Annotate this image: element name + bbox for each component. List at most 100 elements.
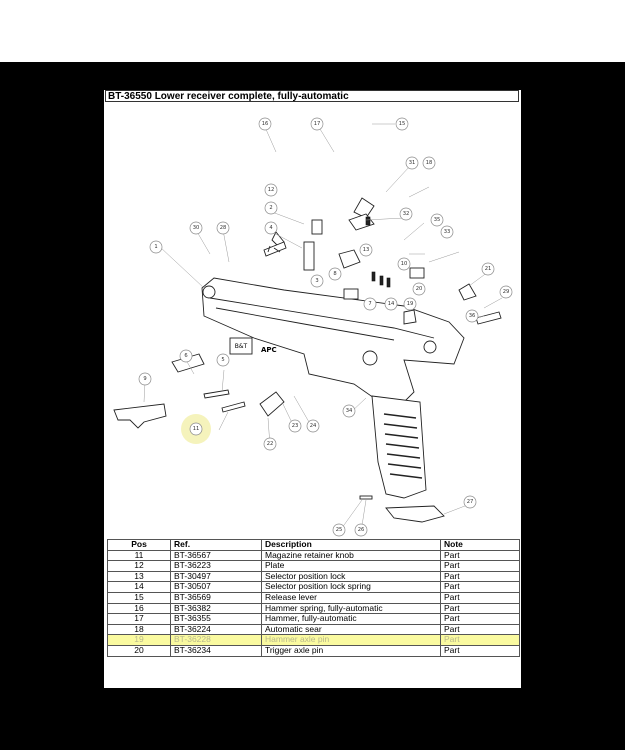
callout-27: 27 bbox=[463, 495, 477, 509]
cell-ref: BT-36223 bbox=[170, 560, 262, 572]
svg-text:21: 21 bbox=[485, 266, 492, 272]
svg-text:7: 7 bbox=[368, 301, 371, 307]
cell-ref: BT-30497 bbox=[170, 570, 262, 583]
cell-ref: BT-36382 bbox=[170, 602, 262, 615]
parts-table: Pos Ref. Description Note 11 BT-36567 Ma… bbox=[107, 539, 520, 657]
svg-text:35: 35 bbox=[434, 217, 441, 223]
svg-text:2: 2 bbox=[269, 205, 272, 211]
callout-32: 32 bbox=[399, 207, 413, 221]
svg-text:29: 29 bbox=[503, 289, 510, 295]
svg-text:1: 1 bbox=[154, 244, 157, 250]
svg-text:10: 10 bbox=[401, 261, 408, 267]
cell-pos: 17 bbox=[107, 613, 171, 625]
receiver-logo-text: B&T bbox=[235, 343, 248, 350]
svg-text:32: 32 bbox=[403, 211, 410, 217]
svg-text:26: 26 bbox=[358, 527, 365, 533]
svg-text:27: 27 bbox=[467, 499, 474, 505]
cell-pos: 12 bbox=[107, 560, 171, 572]
svg-text:20: 20 bbox=[416, 286, 423, 292]
svg-text:19: 19 bbox=[407, 301, 414, 307]
callout-29: 29 bbox=[499, 285, 513, 299]
bottom-black-band bbox=[0, 688, 625, 750]
callout-20: 20 bbox=[412, 282, 426, 296]
svg-text:11: 11 bbox=[193, 426, 200, 432]
callout-5: 5 bbox=[216, 353, 230, 367]
table-row: 11 BT-36567 Magazine retainer knob Part bbox=[107, 549, 520, 562]
cell-note: Part bbox=[440, 613, 520, 625]
cell-note: Part bbox=[440, 570, 520, 583]
callout-21: 21 bbox=[481, 262, 495, 276]
table-row: 18 BT-36224 Automatic sear Part bbox=[107, 623, 520, 636]
svg-text:36: 36 bbox=[469, 313, 476, 319]
table-row: 15 BT-36569 Release lever Part bbox=[107, 591, 520, 604]
cell-ref: BT-36567 bbox=[170, 549, 262, 562]
callout-28: 28 bbox=[216, 221, 230, 235]
callout-3: 3 bbox=[310, 274, 324, 288]
cell-ref: BT-36569 bbox=[170, 591, 262, 604]
left-black-band bbox=[0, 62, 104, 688]
cell-note: Part bbox=[440, 560, 520, 572]
cell-description: Hammer, fully-automatic bbox=[261, 613, 441, 625]
svg-text:5: 5 bbox=[221, 357, 224, 363]
svg-text:22: 22 bbox=[267, 441, 274, 447]
callout-9: 9 bbox=[138, 372, 152, 386]
svg-text:18: 18 bbox=[426, 160, 433, 166]
column-header-pos: Pos bbox=[107, 539, 171, 551]
svg-text:28: 28 bbox=[220, 225, 227, 231]
svg-text:25: 25 bbox=[336, 527, 343, 533]
cell-description: Hammer axle pin bbox=[261, 634, 441, 646]
svg-text:4: 4 bbox=[269, 225, 273, 231]
table-row: 14 BT-30507 Selector position lock sprin… bbox=[107, 581, 520, 593]
callout-22: 22 bbox=[263, 437, 277, 451]
callout-8: 8 bbox=[328, 267, 342, 281]
callout-24: 24 bbox=[306, 419, 320, 433]
cell-pos: 20 bbox=[107, 644, 171, 657]
cell-note: Part bbox=[440, 634, 520, 646]
table-row: 17 BT-36355 Hammer, fully-automatic Part bbox=[107, 613, 520, 625]
callout-14: 14 bbox=[384, 297, 398, 311]
svg-text:6: 6 bbox=[184, 353, 187, 359]
callout-23: 23 bbox=[288, 419, 302, 433]
svg-text:8: 8 bbox=[333, 271, 336, 277]
cell-description: Selector position lock spring bbox=[261, 581, 441, 593]
cell-note: Part bbox=[440, 623, 520, 636]
callout-1: 1 bbox=[149, 240, 163, 254]
callout-10: 10 bbox=[397, 257, 411, 271]
table-row: 13 BT-30497 Selector position lock Part bbox=[107, 570, 520, 583]
cell-pos: 13 bbox=[107, 570, 171, 583]
callout-19: 19 bbox=[403, 297, 417, 311]
callout-26: 26 bbox=[354, 523, 368, 537]
receiver-model-text: APC bbox=[261, 346, 277, 354]
svg-text:23: 23 bbox=[292, 423, 299, 429]
callout-30: 30 bbox=[189, 221, 203, 235]
document-title: BT-36550 Lower receiver complete, fully-… bbox=[105, 90, 519, 102]
callout-18: 18 bbox=[422, 156, 436, 170]
svg-text:24: 24 bbox=[310, 423, 317, 429]
table-row: 16 BT-36382 Hammer spring, fully-automat… bbox=[107, 602, 520, 615]
callout-16: 16 bbox=[258, 117, 272, 131]
cell-pos: 16 bbox=[107, 602, 171, 615]
cell-note: Part bbox=[440, 644, 520, 657]
callout-35: 35 bbox=[430, 213, 444, 227]
svg-text:16: 16 bbox=[262, 121, 269, 127]
svg-text:13: 13 bbox=[363, 247, 370, 253]
cell-pos: 14 bbox=[107, 581, 171, 593]
cell-ref: BT-36228 bbox=[170, 634, 262, 646]
cell-note: Part bbox=[440, 602, 520, 615]
cell-ref: BT-30507 bbox=[170, 581, 262, 593]
callout-13: 13 bbox=[359, 243, 373, 257]
cell-note: Part bbox=[440, 549, 520, 562]
svg-text:31: 31 bbox=[409, 160, 416, 166]
callout-2: 2 bbox=[264, 201, 278, 215]
right-black-band bbox=[521, 62, 625, 688]
cell-description: Trigger axle pin bbox=[261, 644, 441, 657]
svg-text:9: 9 bbox=[143, 376, 146, 382]
cell-ref: BT-36234 bbox=[170, 644, 262, 657]
callout-4: 4 bbox=[264, 221, 278, 235]
parts-sheet: BT-36550 Lower receiver complete, fully-… bbox=[104, 90, 521, 688]
exploded-view-diagram: B&T APC bbox=[113, 117, 513, 537]
callout-34: 34 bbox=[342, 404, 356, 418]
callout-15: 15 bbox=[395, 117, 409, 131]
cell-ref: BT-36224 bbox=[170, 623, 262, 636]
callout-36: 36 bbox=[465, 309, 479, 323]
